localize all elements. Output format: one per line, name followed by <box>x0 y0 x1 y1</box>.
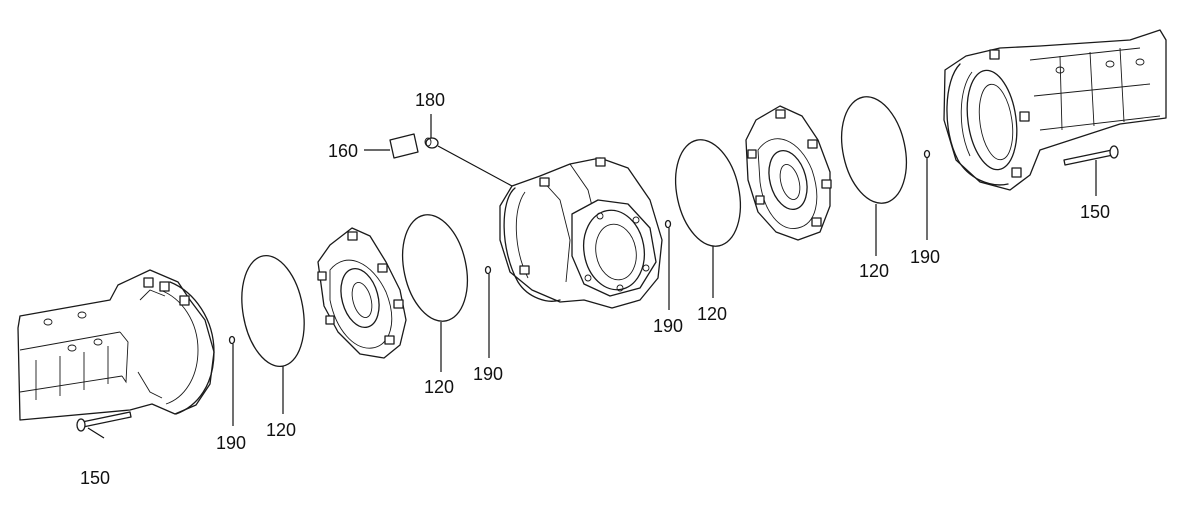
small-o-ring-190-c <box>664 219 672 229</box>
label-150-right: 150 <box>1080 202 1110 222</box>
label-120-a: 120 <box>266 420 296 440</box>
label-120-d: 120 <box>859 261 889 281</box>
label-190-a: 190 <box>216 433 246 453</box>
label-190-b: 190 <box>473 364 503 384</box>
right-axle-housing <box>943 29 1167 191</box>
bolt-150-right <box>1063 145 1119 166</box>
leader-180-to-housing <box>437 145 513 187</box>
small-o-ring-190-d <box>923 149 931 159</box>
label-120-c: 120 <box>697 304 727 324</box>
label-180: 180 <box>415 90 445 110</box>
small-o-ring-190-b <box>484 265 492 275</box>
o-ring-120-b <box>402 214 468 322</box>
left-flange-plate <box>317 227 407 359</box>
right-flange-plate <box>745 105 832 241</box>
small-o-ring-190-a <box>228 335 236 345</box>
label-120-b: 120 <box>424 377 454 397</box>
plate-160 <box>389 133 419 159</box>
left-axle-housing <box>17 269 215 421</box>
label-190-d: 190 <box>910 247 940 267</box>
bolt-150-left <box>76 411 132 432</box>
label-150-left: 150 <box>80 468 110 488</box>
o-ring-120-a <box>241 254 305 368</box>
plug-180 <box>424 137 439 149</box>
central-differential-housing <box>499 157 663 309</box>
leader-lines <box>87 114 1097 439</box>
o-ring-120-d <box>841 96 907 204</box>
o-ring-120-c <box>675 139 741 247</box>
label-160: 160 <box>328 141 358 161</box>
label-190-c: 190 <box>653 316 683 336</box>
